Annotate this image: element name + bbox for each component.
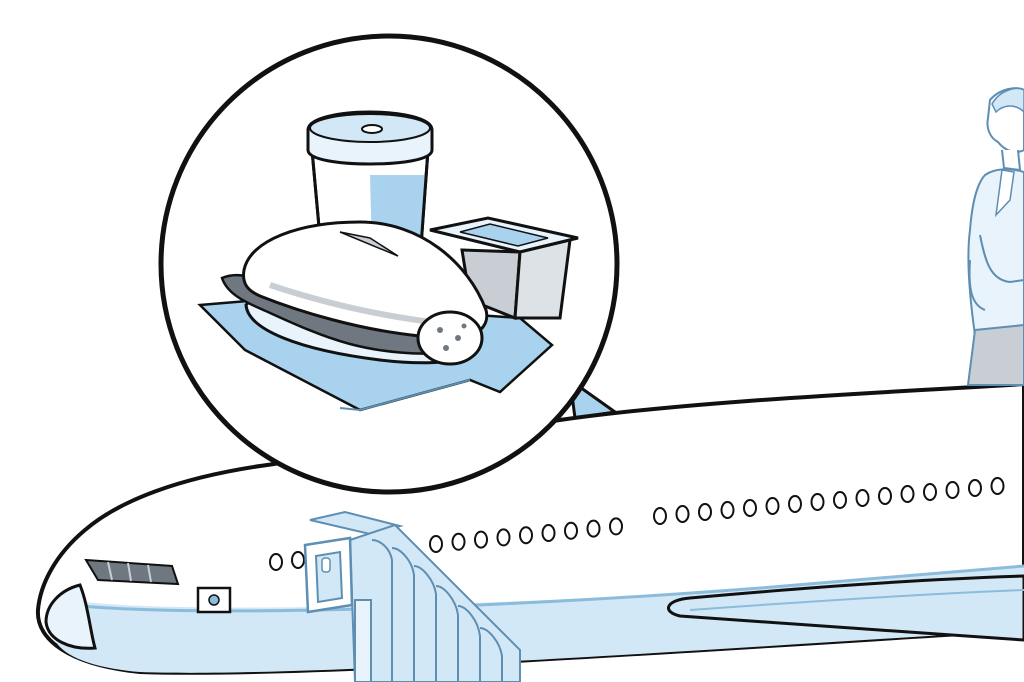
- cabin-window: [291, 551, 305, 569]
- cabin-window: [675, 505, 690, 523]
- cabin-window: [451, 532, 466, 551]
- wing: [667, 574, 1024, 642]
- cabin-window: [429, 535, 443, 553]
- cabin-window: [269, 553, 283, 571]
- door-sign: [196, 586, 232, 614]
- cabin-window: [923, 483, 937, 501]
- nose-cone: [44, 583, 97, 650]
- cabin-window: [653, 507, 667, 525]
- cabin-window: [878, 487, 892, 505]
- cabin-window: [496, 528, 511, 547]
- cabin-window: [609, 517, 623, 536]
- cockpit-windows: [84, 558, 180, 586]
- cabin-windows: [269, 477, 1005, 571]
- cabin-window: [743, 499, 757, 517]
- airplane: [35, 376, 1024, 675]
- cabin-window: [990, 477, 1005, 495]
- jet-bridge: [303, 510, 521, 682]
- cabin-window: [900, 485, 915, 503]
- cabin-window: [833, 491, 847, 509]
- cabin-window: [765, 497, 780, 515]
- cabin-window: [698, 503, 712, 521]
- meal-callout: [158, 33, 620, 495]
- cabin-window: [810, 493, 825, 511]
- sandwich: [220, 220, 489, 366]
- cabin-window: [720, 501, 735, 519]
- cabin-window: [855, 489, 870, 507]
- cabin-window: [586, 519, 601, 538]
- cabin-window: [474, 530, 488, 549]
- cabin-window: [541, 524, 556, 542]
- passenger: [966, 87, 1024, 386]
- cabin-window: [564, 521, 578, 540]
- cabin-window: [519, 526, 533, 545]
- cabin-window: [945, 481, 960, 499]
- cabin-window: [968, 479, 982, 497]
- cabin-window: [788, 495, 802, 513]
- dessert-tub: [429, 216, 579, 321]
